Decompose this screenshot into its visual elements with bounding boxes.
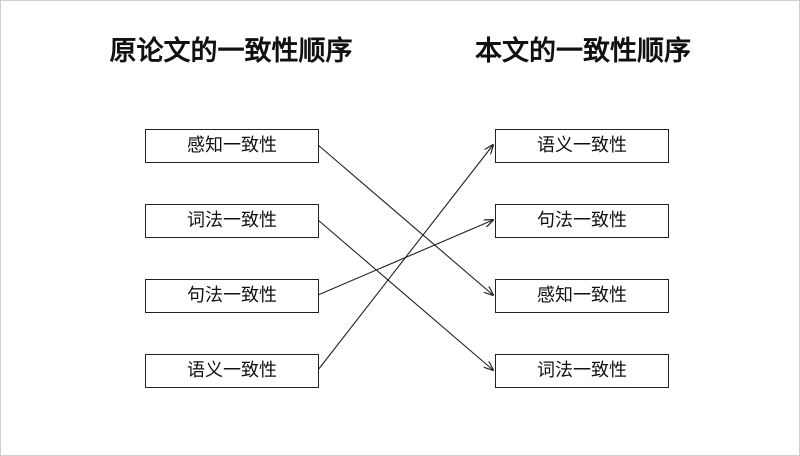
left-box-2: 词法一致性 [145, 204, 319, 238]
right-column-title: 本文的一致性顺序 [475, 36, 691, 67]
right-box-2: 句法一致性 [495, 204, 669, 238]
left-column-title: 原论文的一致性顺序 [109, 36, 353, 67]
right-box-3: 感知一致性 [495, 279, 669, 313]
right-box-1: 语义一致性 [495, 129, 669, 163]
right-box-4: 词法一致性 [495, 354, 669, 388]
left-box-3: 句法一致性 [145, 279, 319, 313]
left-box-4: 语义一致性 [145, 354, 319, 388]
left-box-1: 感知一致性 [145, 129, 319, 163]
